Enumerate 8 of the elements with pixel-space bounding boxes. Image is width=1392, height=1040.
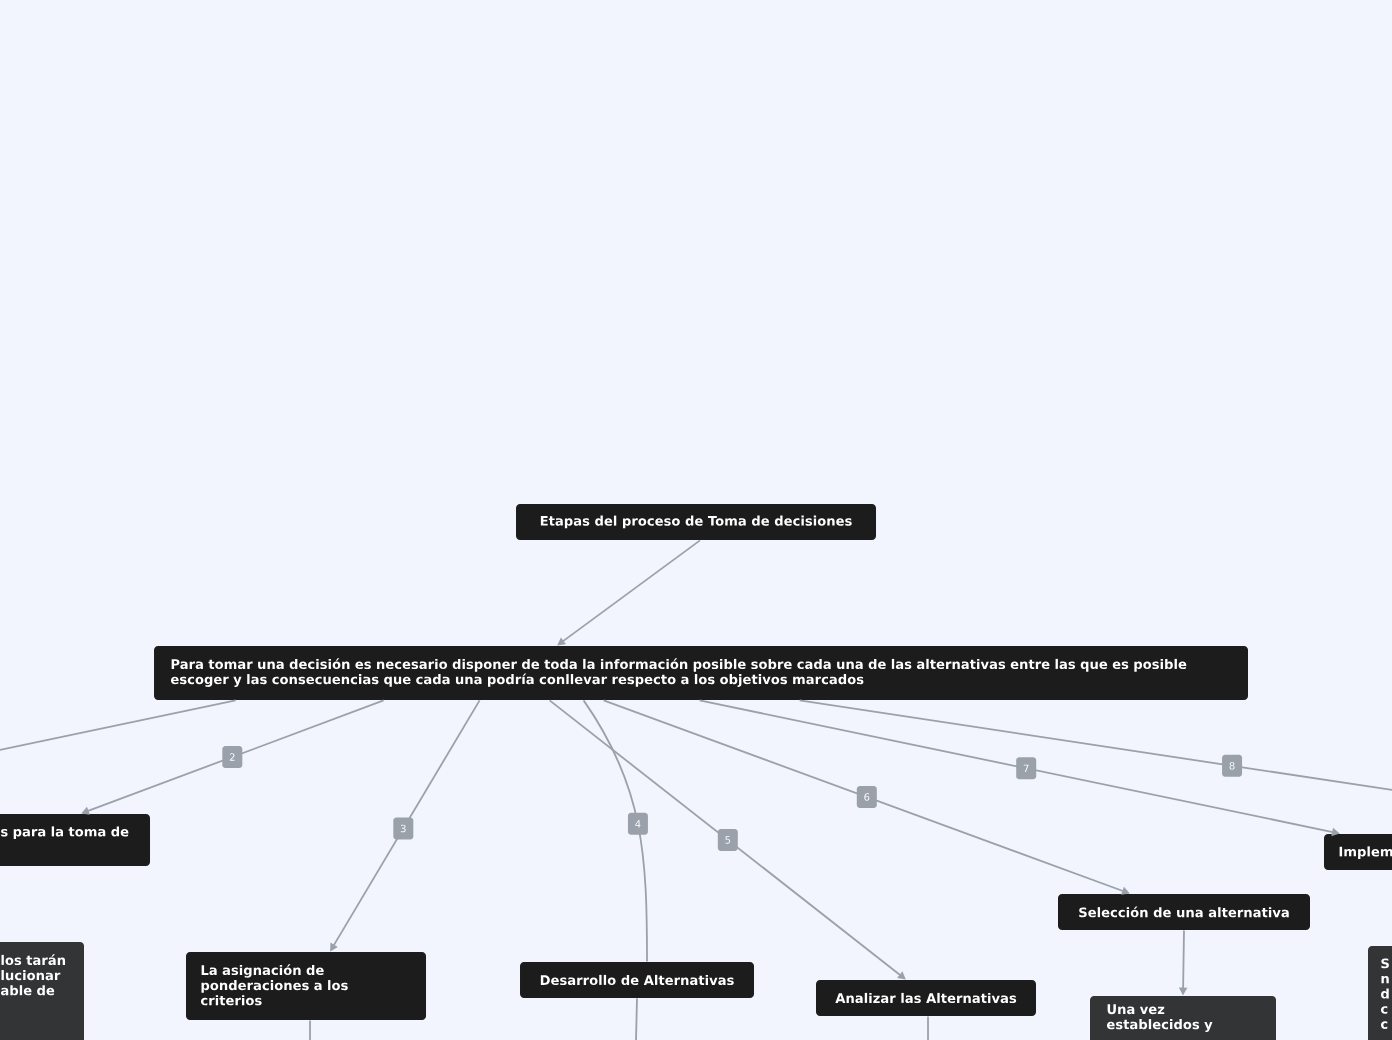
connector — [927, 1015, 929, 1040]
connector — [635, 997, 638, 1040]
connector — [309, 1019, 311, 1040]
connector — [582, 699, 648, 963]
connector — [557, 539, 701, 646]
connector — [548, 699, 906, 980]
connector — [0, 699, 237, 751]
connector — [798, 699, 1392, 791]
